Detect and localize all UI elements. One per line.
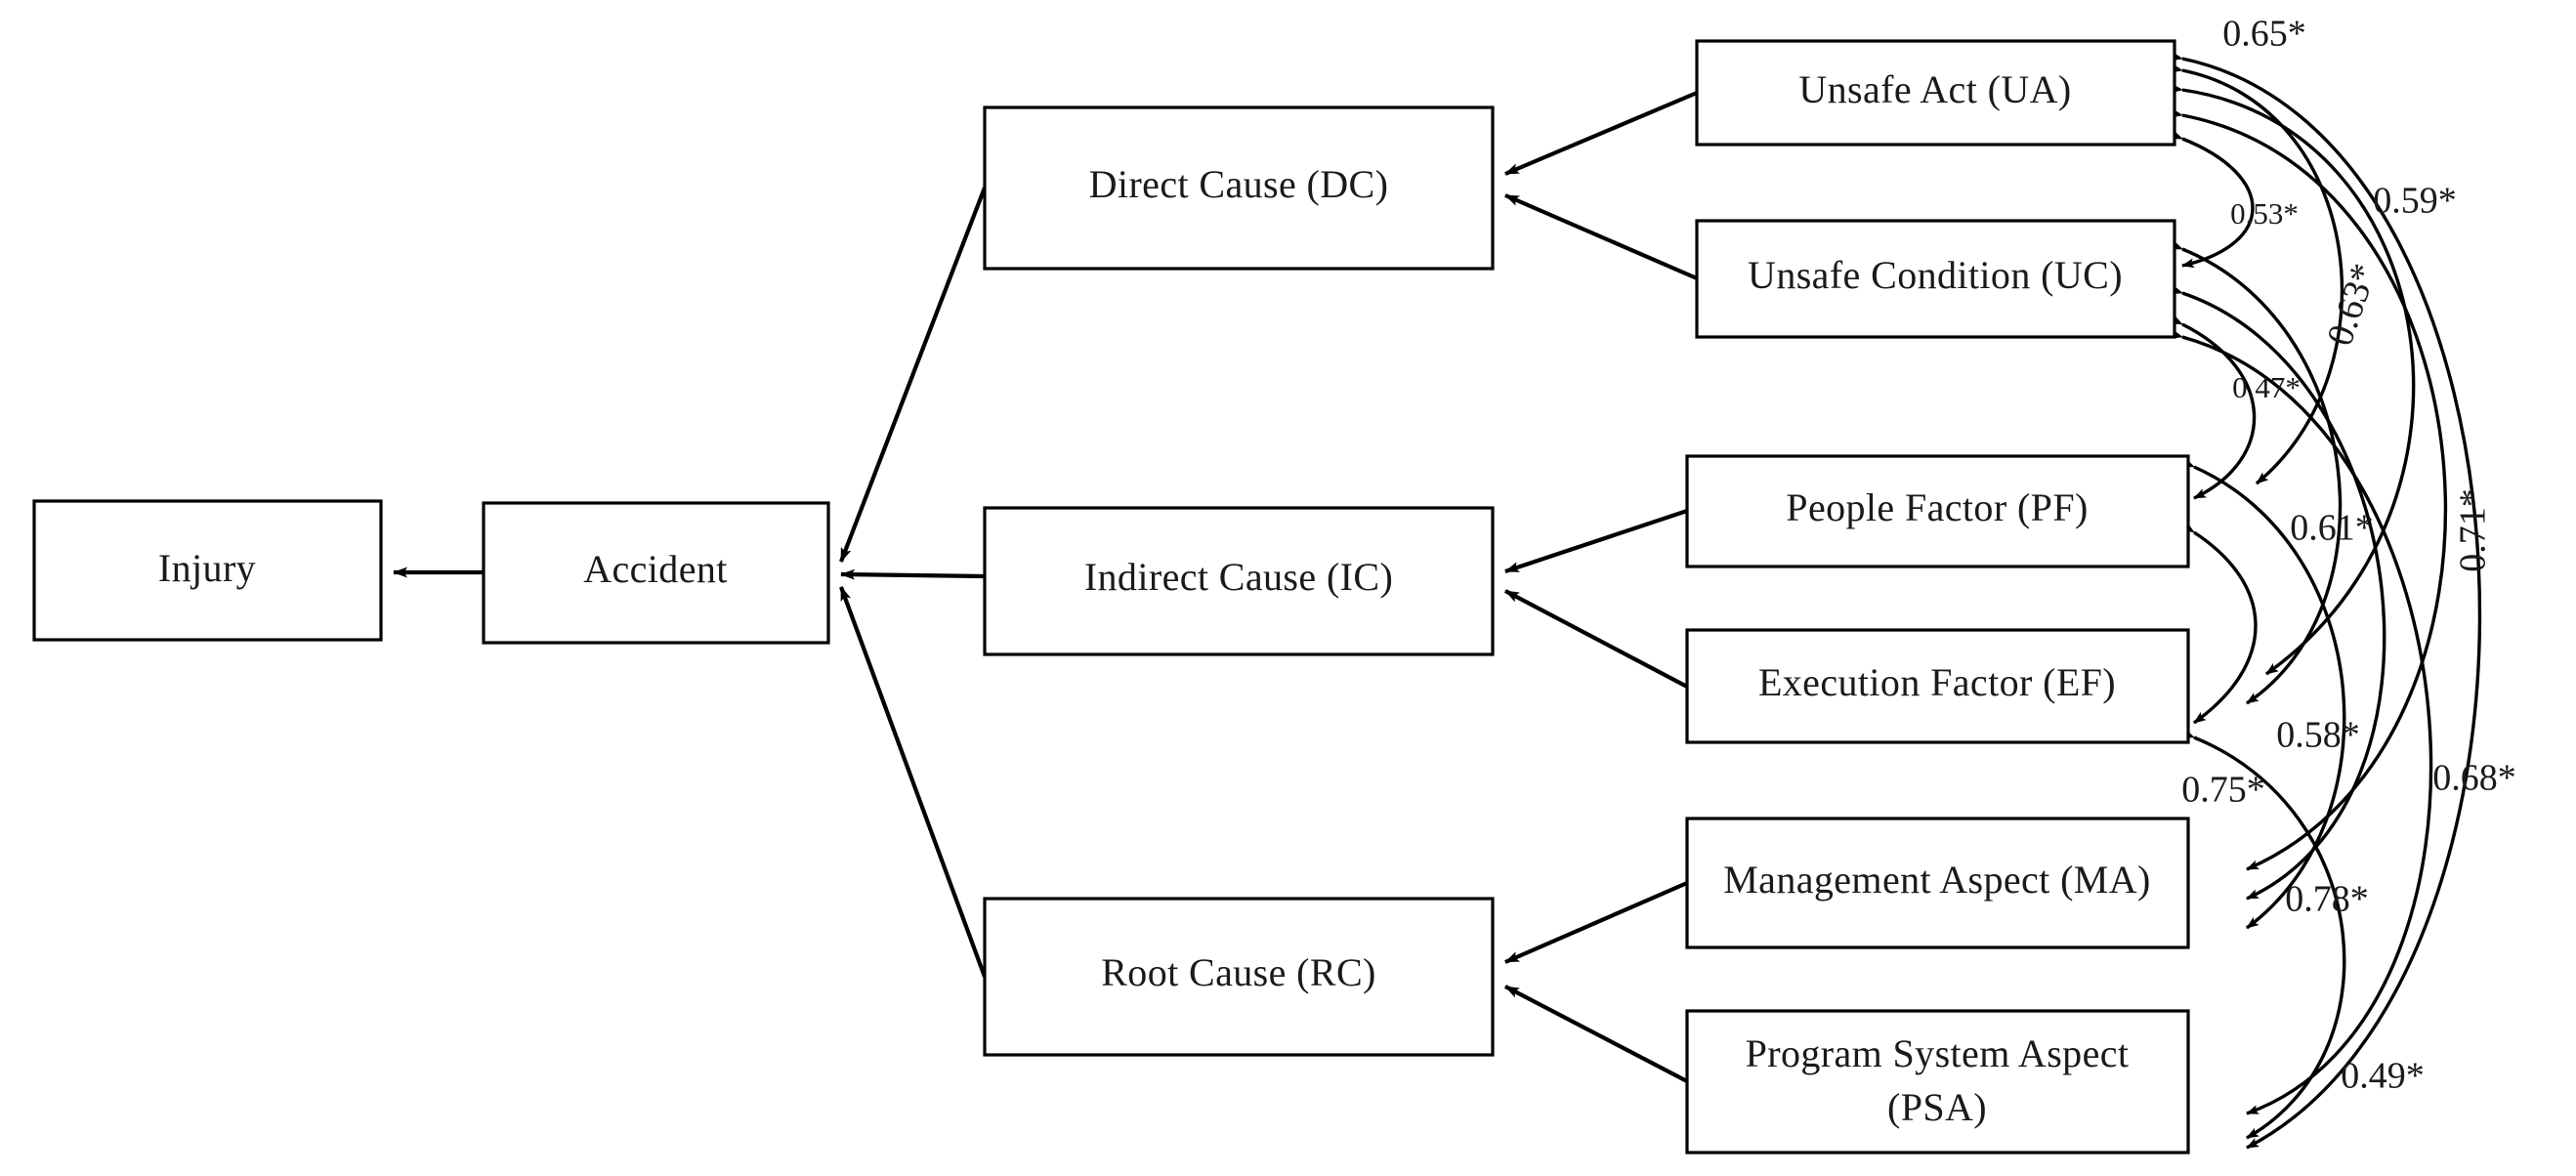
- node-program-system-aspect-label-line2: (PSA): [1887, 1085, 1987, 1129]
- corr-curve-uc-psa: [2170, 328, 2433, 1115]
- corr-curve-ua-psa: [2170, 51, 2482, 1150]
- node-root-cause[interactable]: Root Cause (RC): [983, 897, 1495, 1057]
- node-program-system-aspect[interactable]: Program System Aspect (PSA): [1685, 1009, 2190, 1155]
- node-unsafe-condition-label: Unsafe Condition (UC): [1748, 253, 2123, 297]
- corr-curve-pf-ef: [2181, 522, 2258, 725]
- link-rc-to-accident: [839, 586, 987, 978]
- link-uc-to-dc: [1504, 193, 1698, 280]
- causal-links-group: [393, 91, 1698, 1083]
- node-execution-factor[interactable]: Execution Factor (EF): [1685, 628, 2190, 744]
- corr-label-ua-ef: 0.59*: [2373, 181, 2457, 222]
- node-program-system-aspect-label-line1: Program System Aspect: [1746, 1031, 2130, 1075]
- corr-label-ua-uc: 0.53*: [2230, 196, 2299, 231]
- node-unsafe-act[interactable]: Unsafe Act (UA): [1695, 39, 2176, 147]
- nodes-group: Injury Accident Direct Cause (DC) Indire…: [32, 39, 2190, 1155]
- node-direct-cause[interactable]: Direct Cause (DC): [983, 105, 1495, 271]
- node-unsafe-condition[interactable]: Unsafe Condition (UC): [1695, 219, 2176, 339]
- corr-curve-ef-psa: [2181, 728, 2346, 1140]
- node-root-cause-label: Root Cause (RC): [1101, 950, 1376, 994]
- link-ic-to-accident: [840, 568, 986, 580]
- corr-label-pf-ma: 0.78*: [2285, 879, 2369, 920]
- corr-label-uc-ma: 0.58*: [2276, 715, 2360, 756]
- node-injury[interactable]: Injury: [32, 499, 383, 642]
- node-indirect-cause-label: Indirect Cause (IC): [1084, 555, 1393, 599]
- link-psa-to-rc: [1504, 985, 1688, 1083]
- link-ua-to-dc: [1504, 91, 1698, 176]
- corr-curve-uc-ef: [2170, 239, 2343, 705]
- corr-label-ua-psa: 0.71*: [2453, 488, 2494, 572]
- node-unsafe-act-label: Unsafe Act (UA): [1798, 67, 2071, 111]
- node-accident[interactable]: Accident: [482, 501, 830, 645]
- corr-label-ef-psa: 0.49*: [2341, 1056, 2425, 1097]
- link-ef-to-ic: [1504, 589, 1688, 689]
- corr-curve-ua-ef: [2170, 83, 2416, 676]
- corr-label-pf-ef: 0.75*: [2181, 770, 2265, 811]
- corr-label-uc-pf: 0.47*: [2232, 370, 2301, 404]
- corr-curve-pf-ma: [2181, 457, 2346, 930]
- corr-label-uc-psa: 0.68*: [2432, 758, 2516, 799]
- node-people-factor-label: People Factor (PF): [1786, 485, 2088, 529]
- corr-label-ua-pf: 0.65*: [2222, 14, 2306, 55]
- node-injury-label: Injury: [158, 546, 256, 590]
- correlation-labels-group: 0.65* 0.53* 0.59* 0.63* 0.47* 0.61* 0.71…: [2181, 14, 2516, 1097]
- corr-label-uc-ef: 0.61*: [2290, 508, 2374, 549]
- node-execution-factor-label: Execution Factor (EF): [1758, 660, 2116, 704]
- correlation-curves-group: [2170, 51, 2482, 1150]
- corr-curve-uc-ma: [2170, 284, 2386, 901]
- node-management-aspect-label: Management Aspect (MA): [1723, 858, 2151, 902]
- node-direct-cause-label: Direct Cause (DC): [1089, 162, 1389, 206]
- node-indirect-cause[interactable]: Indirect Cause (IC): [983, 506, 1495, 656]
- node-people-factor[interactable]: People Factor (PF): [1685, 454, 2190, 568]
- link-pf-to-ic: [1504, 509, 1688, 573]
- node-accident-label: Accident: [583, 547, 728, 591]
- corr-label-ua-ma: 0.63*: [2319, 259, 2386, 352]
- node-management-aspect[interactable]: Management Aspect (MA): [1685, 817, 2190, 949]
- link-ma-to-rc: [1504, 881, 1688, 964]
- corr-curve-ua-ma: [2170, 107, 2447, 871]
- link-dc-to-accident: [839, 187, 987, 563]
